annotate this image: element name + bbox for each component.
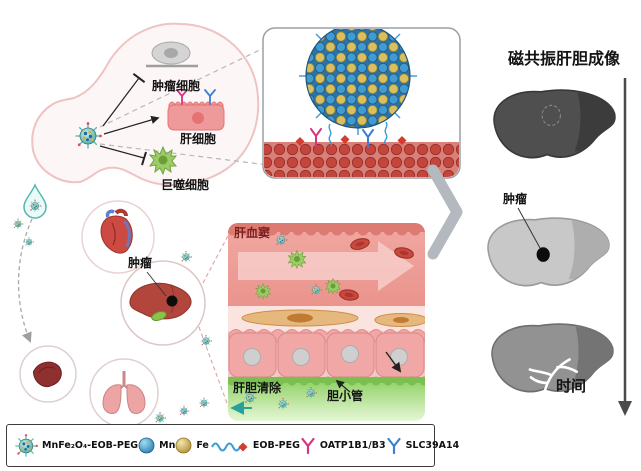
eob-diamond-icon	[340, 135, 350, 144]
mri-liver-late	[491, 323, 614, 393]
tumor-dot	[536, 247, 550, 262]
liver-tumor-label: 肿瘤	[127, 256, 152, 270]
chevron-arrow	[427, 164, 463, 260]
sinusoid-panel	[228, 223, 425, 421]
tumor-dot	[166, 295, 178, 307]
red-surface	[264, 142, 459, 177]
nanoparticle-icon	[198, 397, 210, 409]
mn-sphere-icon	[138, 437, 155, 454]
macrophage-label: 巨噬细胞	[160, 178, 209, 192]
zoom-lines-sinusoid	[198, 229, 232, 415]
nanoparticle-icon	[178, 405, 190, 417]
legend-item-oatp: OATP1B1/B3	[300, 437, 386, 455]
time-arrow	[618, 78, 632, 416]
zoom-lines-inset	[99, 45, 269, 166]
tumor-pointer-line	[146, 271, 167, 297]
eob-diamond-icon	[295, 137, 305, 146]
legend-item-mn: Mn	[138, 437, 175, 454]
oatp-receptor-icon	[301, 437, 315, 454]
legend-label: Fe	[196, 440, 209, 451]
hepatocyte-label: 肝细胞	[179, 132, 216, 146]
fe-sphere-icon	[175, 437, 192, 454]
nanoparticle-icon	[12, 218, 24, 230]
hepatocyte-icon	[167, 89, 225, 131]
legend-item-eob-peg: EOB-PEG	[209, 437, 300, 455]
liver-organ-icon	[129, 282, 192, 321]
slc-receptor-icon	[386, 437, 401, 454]
legend-label: OATP1B1/B3	[319, 440, 386, 451]
eob-diamond-icon	[397, 136, 407, 145]
hepatocyte-row	[228, 332, 425, 378]
bead-sphere	[305, 29, 411, 129]
liver-circle	[120, 260, 206, 346]
peg-chain-icon	[328, 121, 388, 147]
nanoparticle-inset	[262, 27, 461, 179]
slc-receptor-icon	[362, 129, 374, 148]
mri-tumor-label: 肿瘤	[502, 192, 527, 206]
legend-label: Mn	[159, 440, 176, 451]
time-label: 时间	[555, 377, 586, 395]
oatp-receptor-icon	[310, 128, 322, 147]
lungs-icon	[102, 371, 146, 414]
gallbladder-icon	[151, 311, 167, 321]
legend-item-nanoparticle: MnFe₂O₄-EOB-PEG	[14, 433, 139, 458]
nanoparticle-icon	[24, 237, 34, 247]
legend-label: MnFe₂O₄-EOB-PEG	[42, 440, 139, 451]
oatp-receptor-icon	[176, 89, 188, 105]
bile-canaliculus-label: 胆小管	[327, 389, 364, 403]
mri-title: 磁共振肝胆成像	[507, 49, 620, 68]
heart-circle	[81, 200, 155, 274]
legend-item-slc: SLC39A14	[386, 437, 460, 455]
circulation-dashed-arrow	[17, 218, 33, 343]
lungs-circle	[89, 358, 159, 428]
mri-liver-early	[493, 89, 616, 159]
bile-duct-branches	[528, 358, 579, 392]
mri-tumor-pointer-line	[517, 207, 541, 249]
heart-icon	[100, 208, 133, 254]
flow-arrow	[238, 241, 414, 291]
legend-label: EOB-PEG	[252, 440, 300, 451]
peg-chain-icon	[210, 442, 248, 451]
uptake-arrows	[99, 73, 160, 166]
clearance-label: 肝胆清除	[233, 381, 282, 395]
nanoparticle-icon	[14, 433, 38, 457]
spleen-circle	[19, 345, 77, 403]
spleen-icon	[32, 361, 62, 387]
tumor-cells-label: 肿瘤细胞	[151, 79, 200, 93]
sinusoid-label: 肝血窦	[234, 226, 271, 240]
nanoparticle-icon	[154, 412, 166, 424]
uptake-bubble	[31, 22, 260, 186]
nanoparticle-icon	[180, 251, 192, 263]
mri-liver-mid	[487, 217, 610, 287]
excretion-arrow	[385, 351, 402, 373]
slc-receptor-icon	[204, 89, 216, 105]
bile-pointer-arrow	[335, 379, 351, 393]
legend-item-fe: Fe	[175, 437, 209, 454]
legend-bar: MnFe₂O₄-EOB-PEG Mn Fe EOB-PEG OATP1B1/B3…	[6, 424, 459, 467]
tumor-cell-icon	[146, 41, 198, 68]
endothelial-cell	[241, 309, 425, 327]
legend-label: SLC39A14	[405, 440, 460, 451]
